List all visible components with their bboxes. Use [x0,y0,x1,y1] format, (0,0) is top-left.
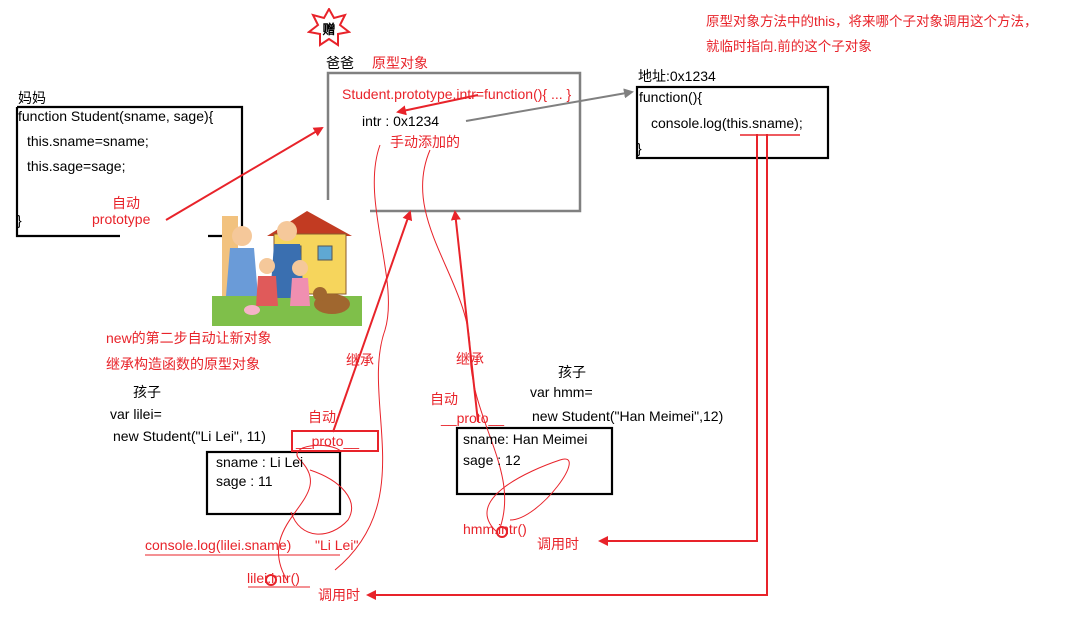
child1-proto: __proto__ [296,433,360,449]
prototype-object-box [326,71,582,213]
badge-text: 赠 [322,22,336,37]
lookup-curve-2 [334,144,389,571]
child2-proto: __proto__ [441,410,505,426]
child2-object-box [455,426,614,496]
call-line-child1 [366,134,768,600]
intr-member: intr : 0x1234 [362,113,440,129]
auto-label-child2: 自动 [430,391,458,407]
constructor-line-2: this.sname=sname; [27,133,149,149]
child2-intr-call: hmm.intr() [463,521,527,537]
lookup-curve-3 [486,458,570,534]
function-object-box [635,85,830,160]
child1-decl-line1: var lilei= [110,406,162,422]
this-note-line1: 原型对象方法中的this，将来哪个子对象调用这个方法， [706,14,1038,29]
call-time-child1: 调用时 [318,587,360,603]
child2-prop-sname: sname: Han Meimei [463,431,588,447]
child1-object-box [205,450,342,516]
child2-inherit-arrow [450,210,479,423]
intr-assign-arrow [396,94,479,116]
child1-decl-line2: new Student("Li Lei", 11) [113,428,266,444]
function-line-3: } [637,140,642,156]
call-line-child2 [598,134,758,546]
lookup-curve-4 [422,149,506,529]
child2-decl-line1: var hmm= [530,384,593,400]
child1-prop-sname: sname : Li Lei [216,454,304,470]
new-note-line1: new的第二步自动让新对象 [106,330,272,346]
child2-title: 孩子 [558,364,586,380]
intr-pointer-arrow [465,88,634,122]
gift-badge: 赠 [307,8,351,48]
child1-log-result: "Li Lei" [315,537,359,553]
child1-proto-highlight [291,430,379,452]
prototype-assignment-code: Student.prototype.intr=function(){ ... } [342,86,572,102]
star-icon [307,8,351,47]
family-house-illustration [212,211,362,326]
new-note-line2: 继承构造函数的原型对象 [106,356,260,372]
inherit-label-child2: 继承 [456,351,484,367]
child2-call-marker [496,526,508,538]
child1-intr-call: lilei.intr() [247,570,300,586]
constructor-line-4: } [17,212,22,228]
child1-log-call: console.log(lilei.sname) [145,537,292,553]
function-line-1: function(){ [639,89,703,105]
function-address: 地址:0x1234 [638,68,716,84]
child1-call-marker [265,574,277,586]
dad-label: 爸爸 [326,55,354,71]
child1-title: 孩子 [133,384,161,400]
child2-decl-line2: new Student("Han Meimei",12) [532,408,724,424]
constructor-line-1: function Student(sname, sage){ [18,108,214,124]
dad-caption: 原型对象 [372,55,428,71]
child2-prop-sage: sage : 12 [463,452,521,468]
inherit-label-child1: 继承 [346,352,374,368]
mom-label: 妈妈 [18,90,46,106]
child1-inherit-arrow [332,210,413,433]
auto-label-mom: 自动 [112,195,140,211]
lookup-curve-5 [290,469,353,535]
lookup-curve-1 [277,444,343,583]
this-note-line2: 就临时指向.前的这个子对象 [706,39,872,54]
prototype-arrow [165,126,324,221]
auto-label-child1: 自动 [308,409,336,425]
prototype-label: prototype [92,211,151,227]
function-line-2: console.log(this.sname); [651,115,803,131]
constructor-line-3: this.sage=sage; [27,158,126,174]
child1-prop-sage: sage : 11 [216,473,273,489]
manual-added-note: 手动添加的 [390,134,460,150]
call-time-child2: 调用时 [537,536,579,552]
